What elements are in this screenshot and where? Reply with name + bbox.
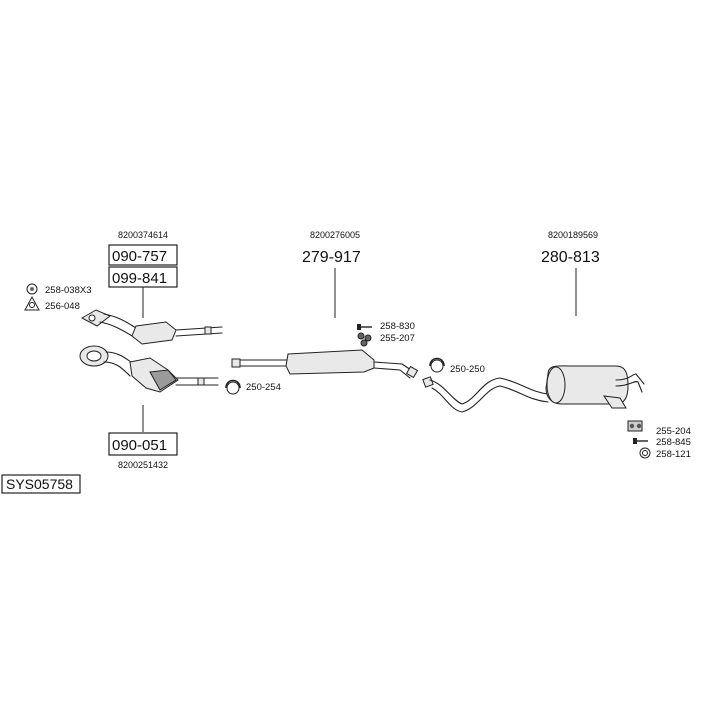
part-number-rear[interactable]: 280-813 [541, 249, 600, 266]
accessory-label-hanger-rear: 255-204 [656, 426, 691, 437]
hanger-icon-rear [627, 420, 643, 432]
accessory-label-ring-rear: 258-121 [656, 449, 691, 460]
oem-number-front-upper: 8200374614 [118, 230, 168, 240]
hanger-icon-mid [357, 332, 372, 347]
accessory-label-bolt-rear: 258-845 [656, 437, 691, 448]
part-number-front-a: 090-757 [112, 248, 167, 265]
system-code-text: SYS05758 [6, 476, 73, 492]
accessory-label-clamp-mid: 250-250 [450, 364, 485, 375]
clamp-icon-front [225, 379, 241, 395]
rear-silencer-drawing[interactable] [422, 365, 645, 413]
front-pipe-lower-drawing[interactable] [79, 345, 219, 393]
part-number-front-lower: 090-051 [112, 437, 167, 454]
front-pipe-upper-drawing[interactable] [80, 309, 223, 345]
nut-icon [26, 283, 38, 295]
part-box-090-757[interactable]: 090-757 [108, 244, 178, 266]
gasket-icon [24, 295, 40, 311]
part-number-front-b: 099-841 [112, 270, 167, 287]
ring-icon-rear [639, 447, 651, 459]
oem-number-middle: 8200276005 [310, 230, 360, 240]
bolt-icon-mid [357, 324, 372, 330]
middle-silencer-drawing[interactable] [231, 349, 419, 379]
oem-number-front-lower: 8200251432 [118, 460, 168, 470]
accessory-label-bolt-mid: 258-830 [380, 321, 415, 332]
accessory-label-nut: 258-038X3 [45, 285, 91, 296]
accessory-label-hanger-mid: 255-207 [380, 333, 415, 344]
oem-number-rear: 8200189569 [548, 230, 598, 240]
accessory-label-clamp-front: 250-254 [246, 382, 281, 393]
accessory-label-gasket: 256-048 [45, 301, 80, 312]
part-number-middle[interactable]: 279-917 [302, 249, 361, 266]
part-box-090-051[interactable]: 090-051 [108, 432, 178, 456]
clamp-icon-mid [429, 357, 445, 373]
part-box-099-841[interactable]: 099-841 [108, 266, 178, 288]
system-code-label: SYS05758 [1, 474, 81, 494]
bolt-icon-rear [633, 438, 648, 444]
